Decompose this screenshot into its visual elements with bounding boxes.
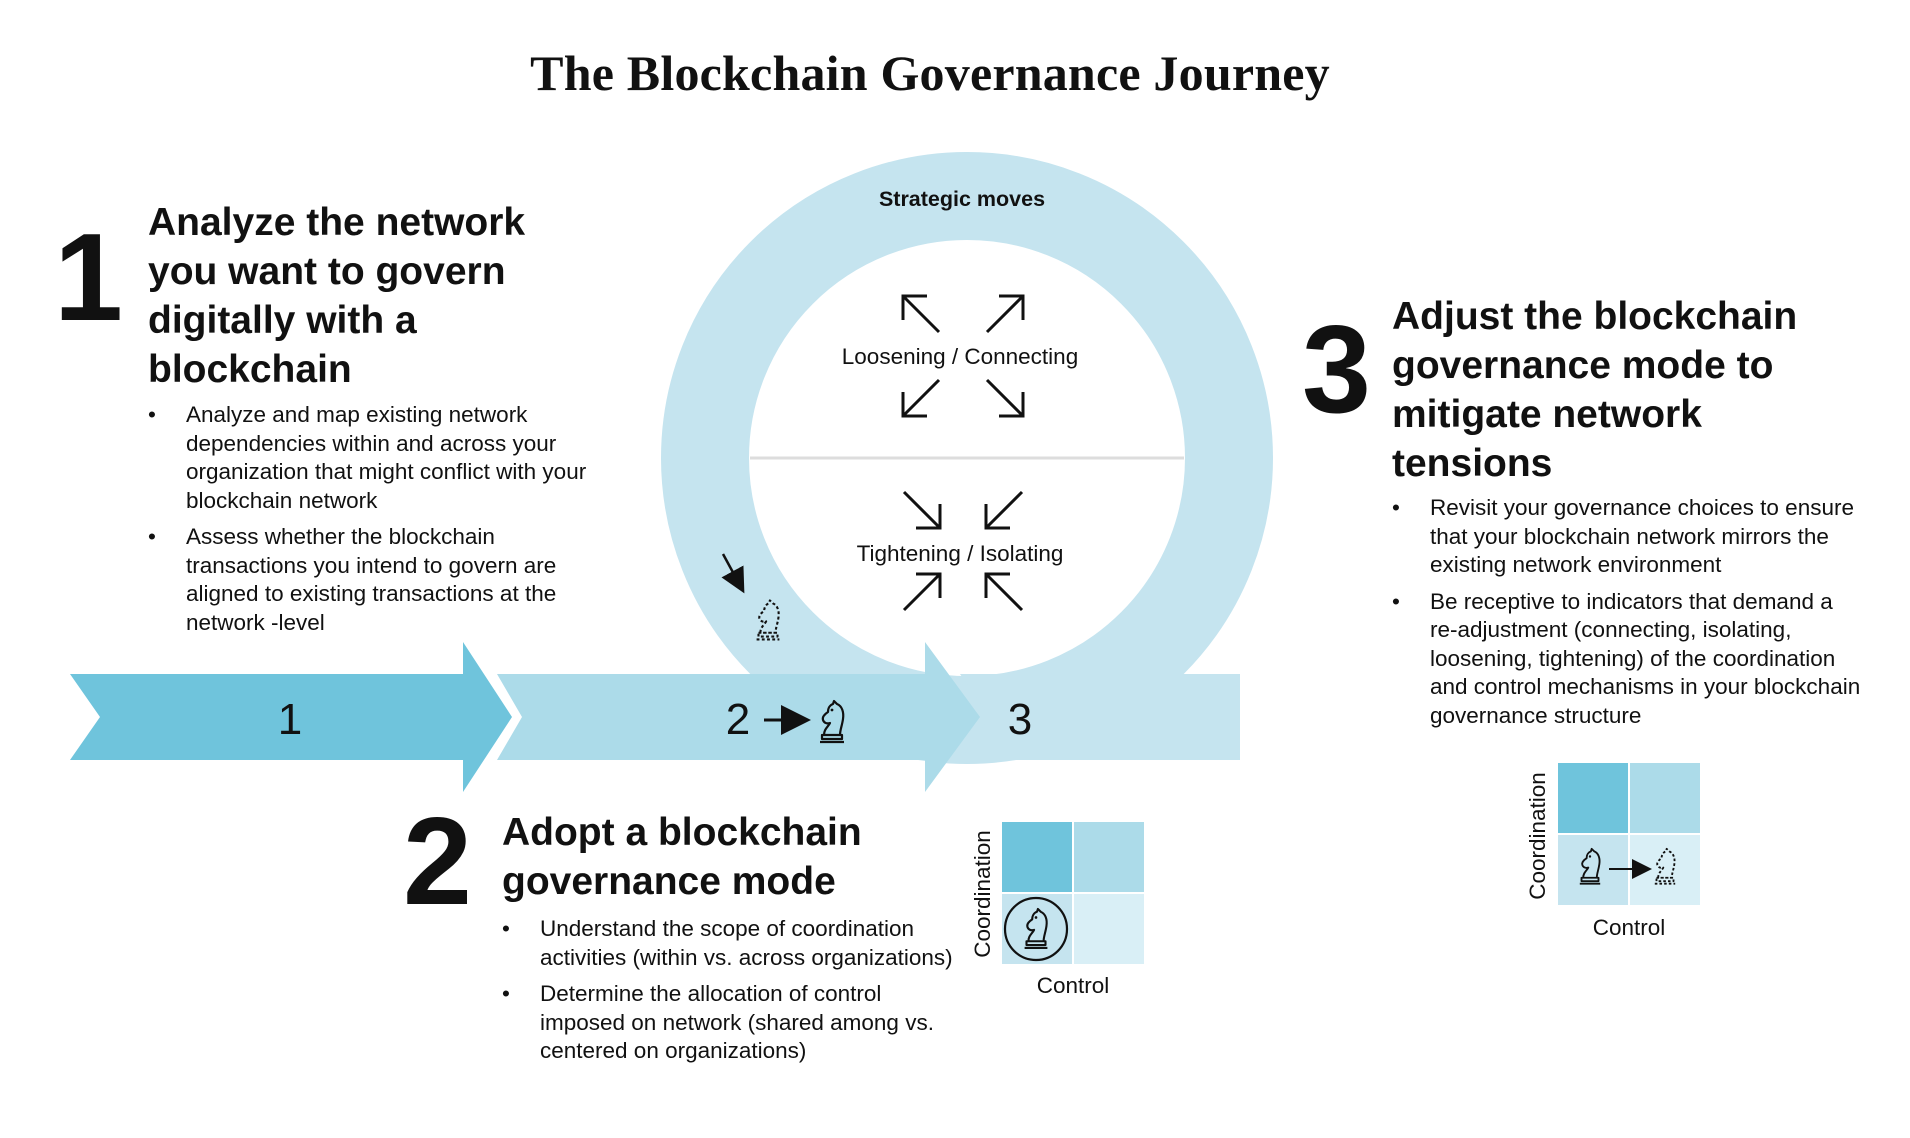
list-item: Understand the scope of coordination act…: [502, 915, 957, 972]
step-two-bullets: Understand the scope of coordination act…: [502, 915, 957, 1074]
step-three-bullets: Revisit your governance choices to ensur…: [1392, 494, 1862, 738]
governance-matrix-step-three: [1558, 763, 1700, 905]
diagonal-arrows-inward-icon: [902, 490, 1024, 612]
heading-line: Analyze the network: [148, 201, 526, 244]
matrix-two-x-label: Control: [1037, 973, 1110, 998]
list-item: Analyze and map existing network depende…: [148, 401, 618, 515]
step-one-heading: Analyze the network you want to govern d…: [148, 198, 618, 394]
selected-mode-circle: [1003, 896, 1069, 962]
heading-line: Adopt a blockchain: [502, 811, 862, 854]
heading-line: tensions: [1392, 442, 1553, 485]
arrow-step-two: [497, 642, 980, 792]
list-item: Determine the allocation of control impo…: [502, 980, 957, 1066]
step-one-bullets: Analyze and map existing network depende…: [148, 401, 618, 645]
page-title: The Blockchain Governance Journey: [530, 45, 1330, 101]
matrix-two-y-label: Coordination: [970, 830, 995, 958]
journey-arrow-three-label: 3: [1008, 695, 1032, 744]
strategic-moves-ring: [661, 152, 1273, 764]
list-item: Assess whether the blockchain transactio…: [148, 523, 618, 637]
step-one-number: 1: [54, 209, 123, 347]
journey-arrow-two-label: 2: [726, 695, 750, 744]
step-three-number: 3: [1302, 301, 1371, 439]
diagonal-arrows-outward-icon: [901, 294, 1025, 418]
journey-arrow-one-label: 1: [278, 695, 302, 744]
heading-line: you want to govern: [148, 250, 506, 293]
step-three-heading: Adjust the blockchain governance mode to…: [1392, 292, 1882, 488]
heading-line: mitigate network: [1392, 393, 1702, 436]
list-item: Be receptive to indicators that demand a…: [1392, 588, 1862, 731]
pointer-arrow-icon: [721, 553, 745, 594]
arrow-step-three: [960, 674, 1240, 760]
step-two-heading: Adopt a blockchain governance mode: [502, 808, 972, 906]
governance-matrix-step-two: [1002, 822, 1144, 964]
loosening-connecting-label: Loosening / Connecting: [842, 344, 1078, 369]
heading-line: governance mode to: [1392, 344, 1774, 387]
step-two-number: 2: [403, 793, 472, 931]
matrix-three-y-label: Coordination: [1525, 772, 1550, 900]
heading-line: blockchain: [148, 348, 352, 391]
matrix-three-x-label: Control: [1593, 915, 1666, 940]
list-item: Revisit your governance choices to ensur…: [1392, 494, 1862, 580]
arrow-step-one: [70, 642, 512, 792]
journey-arrows: [70, 642, 1240, 792]
heading-line: Adjust the blockchain: [1392, 295, 1798, 338]
ring-label: Strategic moves: [879, 187, 1045, 211]
tightening-isolating-label: Tightening / Isolating: [857, 541, 1064, 566]
heading-line: governance mode: [502, 860, 836, 903]
heading-line: digitally with a: [148, 299, 417, 342]
